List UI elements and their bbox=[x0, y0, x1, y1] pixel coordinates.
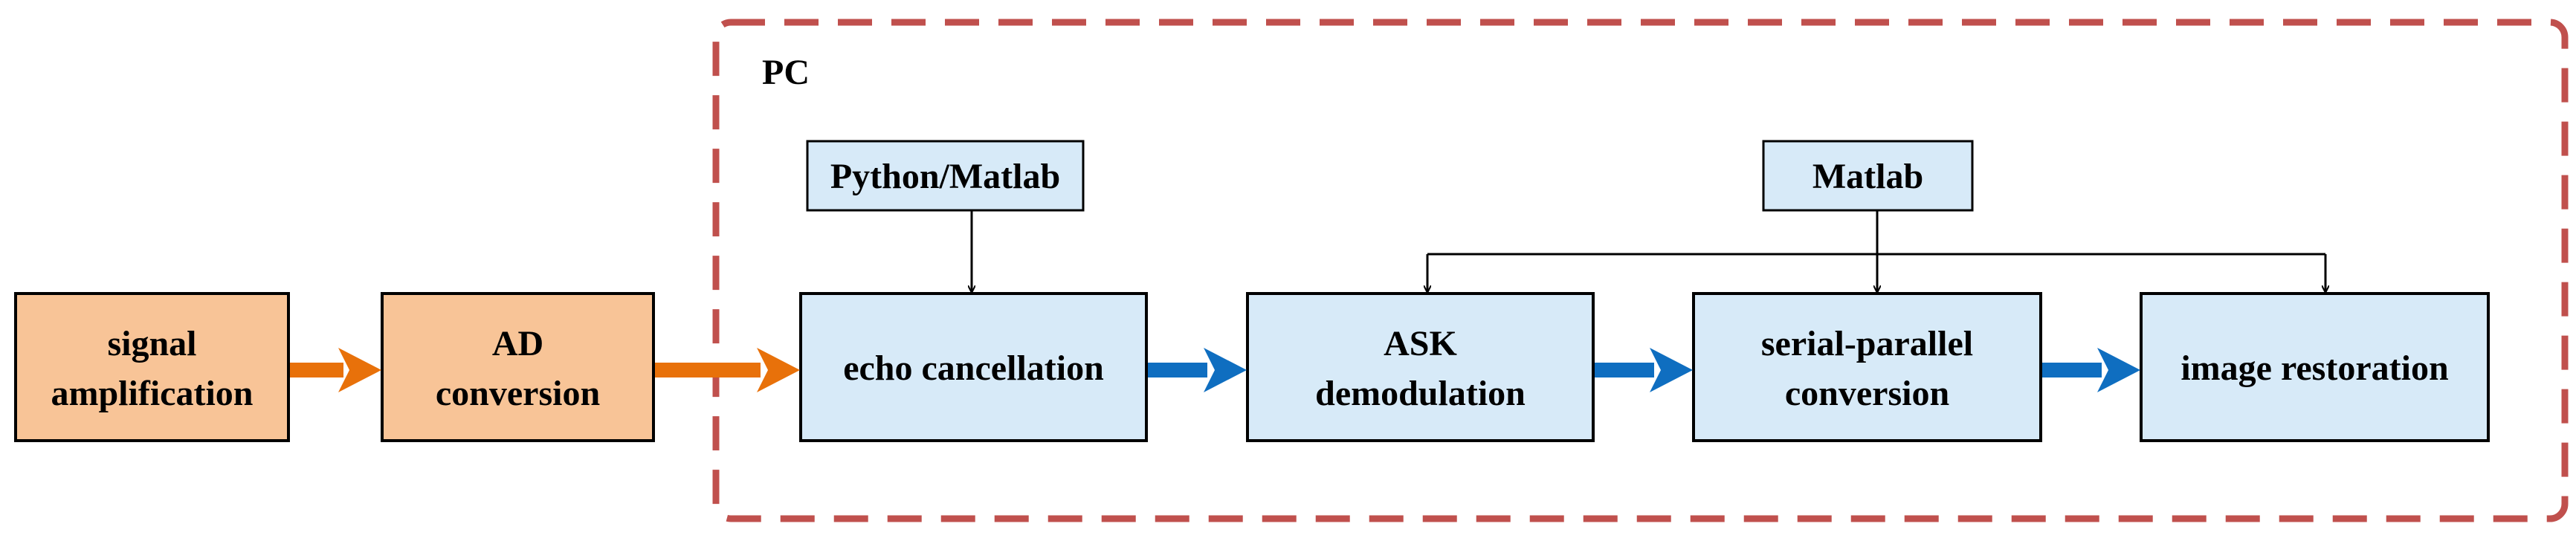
ask-demodulation-line-1: ASK bbox=[1384, 324, 1457, 363]
serial-parallel-conversion-line-1: serial-parallel bbox=[1761, 324, 1973, 363]
ad-conversion-box: AD conversion bbox=[381, 292, 655, 442]
pc-region-border bbox=[712, 19, 2569, 522]
signal-amplification-line-2: amplification bbox=[51, 374, 254, 413]
image-restoration-box: image restoration bbox=[2140, 292, 2490, 442]
orange-arrow-2 bbox=[655, 348, 800, 392]
ad-conversion-line-2: conversion bbox=[436, 374, 600, 413]
ask-demodulation-line-2: demodulation bbox=[1315, 374, 1526, 413]
matlab-label: Matlab bbox=[1812, 157, 1923, 196]
image-restoration-label: image restoration bbox=[2180, 349, 2448, 388]
serial-parallel-conversion-box: serial-parallel conversion bbox=[1692, 292, 2042, 442]
ask-demodulation-box: ASK demodulation bbox=[1246, 292, 1595, 442]
matlab-distribution-connector bbox=[1427, 210, 2325, 292]
python-matlab-box: Python/Matlab bbox=[806, 140, 1085, 212]
signal-amplification-box: signal amplification bbox=[14, 292, 290, 442]
signal-amplification-line-1: signal bbox=[107, 324, 196, 363]
orange-arrow-1 bbox=[290, 348, 381, 392]
matlab-box: Matlab bbox=[1762, 140, 1974, 212]
echo-cancellation-label: echo cancellation bbox=[843, 349, 1104, 388]
blue-arrow-1 bbox=[1148, 348, 1247, 392]
blue-arrow-2 bbox=[1595, 348, 1693, 392]
ad-conversion-line-1: AD bbox=[492, 324, 543, 363]
pc-label: PC bbox=[762, 53, 810, 92]
blue-arrow-3 bbox=[2042, 348, 2140, 392]
python-matlab-label: Python/Matlab bbox=[830, 157, 1060, 196]
serial-parallel-conversion-line-2: conversion bbox=[1785, 374, 1949, 413]
echo-cancellation-box: echo cancellation bbox=[799, 292, 1148, 442]
